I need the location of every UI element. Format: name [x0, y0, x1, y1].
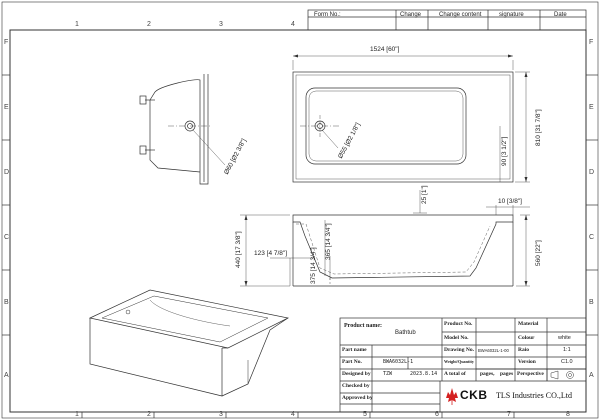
designed-by-value: TZW — [383, 371, 393, 377]
dim-width: 810 [31 7/8"] — [535, 109, 542, 146]
col-label-bottom-6: 6 — [435, 411, 439, 418]
date-header: Date — [554, 12, 567, 18]
date-value: 2023.8.14 — [410, 371, 438, 377]
weight-label: Weight/Quantity — [444, 359, 475, 364]
row-label-right-f: F — [589, 39, 594, 46]
change-header: Change — [400, 12, 422, 18]
company-name: TLS Industries CO.,Ltd — [496, 391, 572, 400]
row-label-right-c: C — [589, 234, 595, 241]
row-label-right-d: D — [589, 169, 595, 176]
col-label-1: 1 — [75, 21, 79, 28]
row-label-b: B — [4, 299, 9, 306]
row-label-e: E — [4, 104, 9, 111]
total-label: A total of — [444, 371, 466, 377]
dim-height-123: 123 [4 7/8"] — [254, 250, 288, 257]
change-table — [307, 9, 587, 31]
col-label-bottom-8: 8 — [566, 411, 570, 418]
col-label-bottom-1: 1 — [75, 411, 79, 418]
dim-lip-10: 10 [3/8"] — [498, 198, 522, 205]
row-label-right-e: E — [589, 104, 594, 111]
dim-arrows-front — [244, 215, 528, 286]
designed-by-label: Designed by — [342, 371, 371, 377]
approved-by-label: Approved by — [342, 395, 373, 401]
col-label-bottom-7: 7 — [507, 411, 511, 418]
signature-header: signature — [499, 12, 524, 18]
row-label-c: C — [4, 234, 10, 241]
row-label-right-b: B — [589, 299, 594, 306]
material-label: Material — [518, 321, 539, 327]
colour-value: white — [558, 335, 571, 341]
version-value: C1.0 — [561, 359, 573, 365]
dim-height-560: 560 [22"] — [535, 240, 542, 266]
top-view — [292, 55, 530, 183]
front-view — [240, 190, 530, 287]
pages-label: pages, — [480, 371, 495, 377]
product-name-value: Bathtub — [395, 330, 416, 336]
form-no-label: Form No.: — [314, 12, 341, 18]
dim-depth-365: 365 [14 3/4"] — [325, 223, 332, 260]
col-label-4: 4 — [291, 21, 295, 28]
product-no-label: Product No. — [444, 321, 473, 327]
product-name-label: Product name: — [344, 323, 383, 329]
dim-lip-25: 25 [1"] — [421, 185, 428, 204]
perspective-label: Perspective — [517, 371, 544, 377]
row-label-f: F — [4, 39, 9, 46]
inner-frame — [9, 29, 587, 413]
col-label-bottom-3: 3 — [219, 411, 223, 418]
dim-base-375: 375 [14 3/4"] — [310, 247, 317, 284]
col-label-3: 3 — [219, 21, 223, 28]
row-label-a: A — [4, 372, 9, 379]
version-label: Version — [518, 359, 536, 365]
drawing-no-label: Drawing No. — [444, 347, 474, 353]
col-label-bottom-2: 2 — [147, 411, 151, 418]
dim-arrows-top — [293, 54, 528, 182]
ckb-logo-icon — [446, 388, 458, 405]
page-label: pages — [500, 371, 514, 377]
change-content-header: Change content — [439, 12, 482, 18]
title-block-grid — [339, 317, 587, 413]
model-no-label: Model No. — [444, 335, 469, 341]
end-view — [139, 74, 226, 185]
ratio-value: 1:1 — [563, 347, 571, 353]
dim-length: 1524 [60"] — [370, 46, 400, 53]
ratio-label: Raio — [518, 347, 529, 353]
colour-label: Colour — [518, 335, 535, 341]
col-label-2: 2 — [147, 21, 151, 28]
part-no-label: Part No. — [342, 359, 362, 365]
col-label-bottom-4: 4 — [291, 411, 295, 418]
iso-view — [88, 289, 290, 397]
checked-by-label: Checked by — [342, 383, 370, 389]
part-no-value: BWA6032L-1 — [383, 359, 414, 365]
row-label-d: D — [4, 169, 10, 176]
drawing-no-value: BWA6032L-1-00 — [478, 348, 509, 353]
dim-drain-offset: 90 [3 1/2"] — [501, 136, 508, 166]
perspective-icon — [550, 370, 574, 380]
row-label-right-a: A — [589, 372, 594, 379]
dim-height-440: 440 [17 3/8"] — [235, 231, 242, 268]
part-name-label: Part name — [342, 347, 367, 353]
brand-logo-text: CKB — [460, 388, 488, 402]
col-label-bottom-5: 5 — [363, 411, 367, 418]
